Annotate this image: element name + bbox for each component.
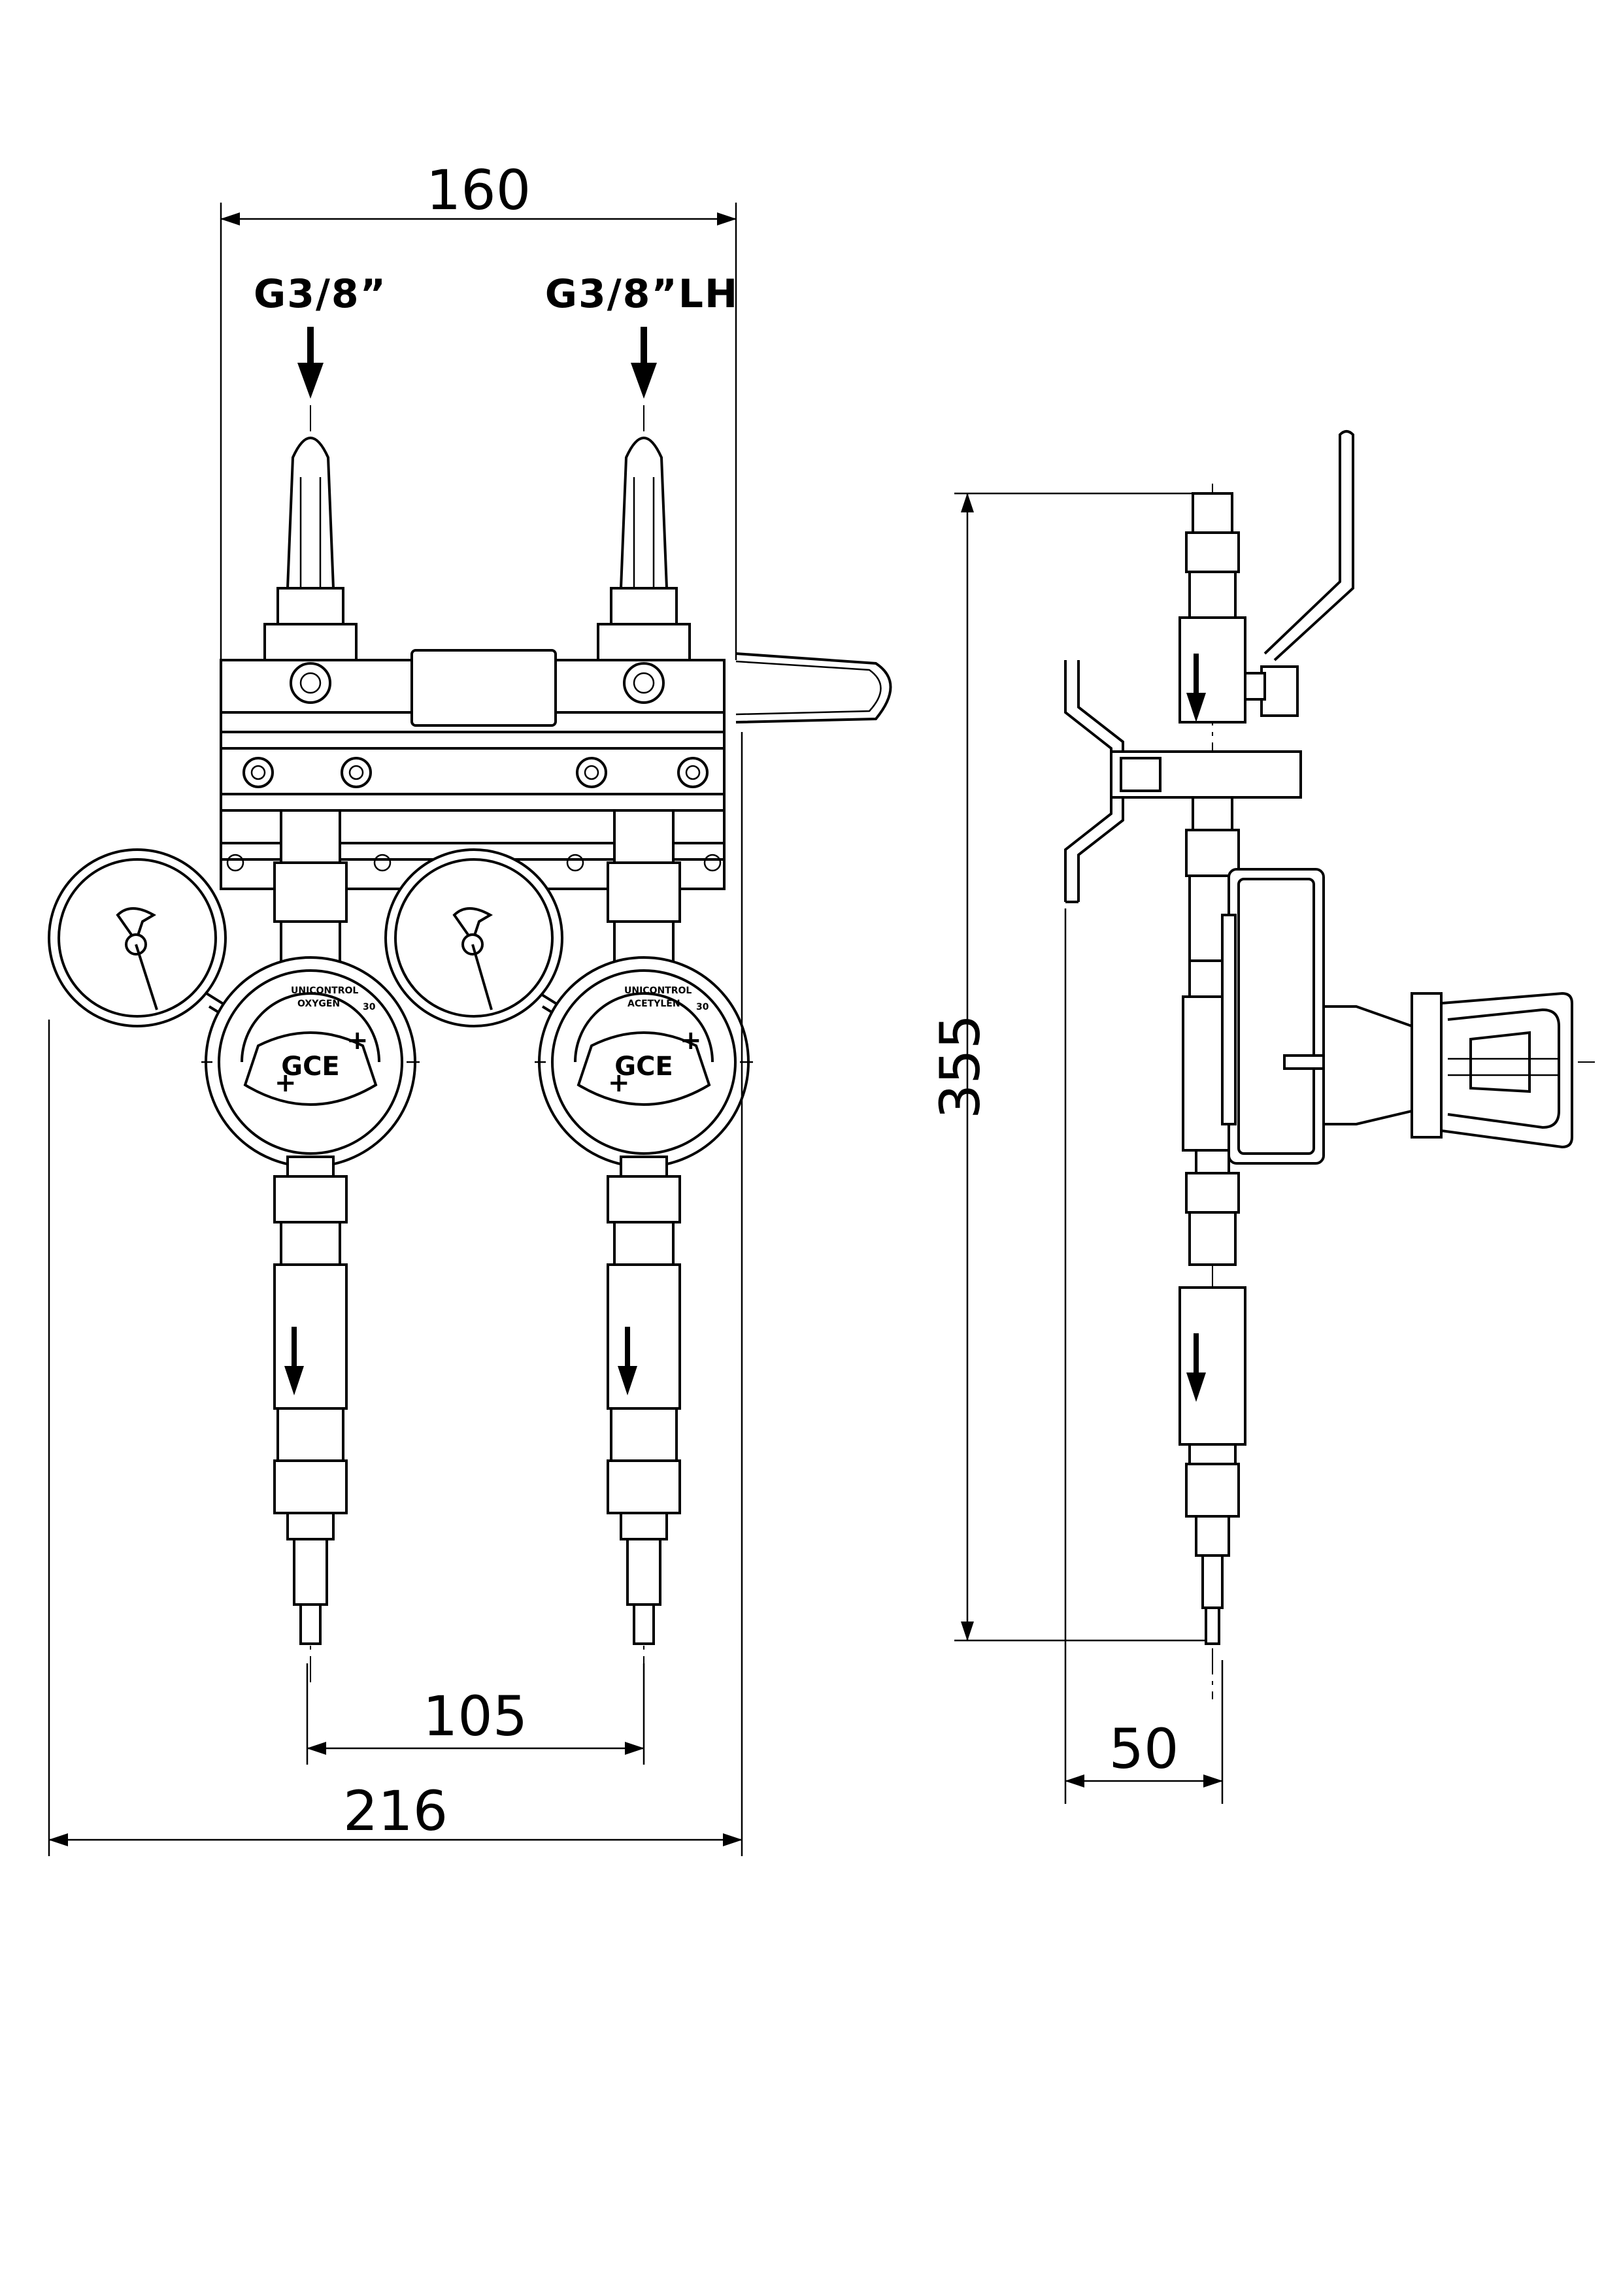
flow-arrow-left-icon (284, 1366, 304, 1395)
inlet-right: G3/8”LH (545, 271, 739, 399)
dial-brand-right: UNICONTROL (624, 986, 692, 996)
dimension-160: 160 (220, 158, 737, 660)
dimension-355-label: 355 (928, 1014, 992, 1119)
dimension-105-label: 105 (423, 1684, 527, 1748)
dimension-50: 50 (1065, 1717, 1223, 1788)
pressure-gauge-left (48, 848, 253, 1034)
port-label-left: G3/8” (254, 271, 387, 317)
port-label-right: G3/8”LH (545, 271, 739, 317)
side-flow-arrow-bottom-icon (1186, 1373, 1206, 1402)
side-flow-arrow-top-icon (1186, 693, 1206, 722)
front-view: 160 G3/8” G3/8”LH (48, 158, 892, 1856)
dial-range-right: 30 (696, 1002, 709, 1012)
dial-brand-left: UNICONTROL (291, 986, 358, 996)
dimension-355: 355 (928, 492, 1216, 1642)
plus-sign-left-2: + (346, 1025, 369, 1056)
hex-nut-right (623, 662, 665, 704)
side-outlet-fitting (1178, 1149, 1246, 1804)
dimension-216-label: 216 (343, 1779, 448, 1843)
plus-sign-right: + (608, 1068, 630, 1098)
flow-arrow-right-icon (618, 1366, 637, 1395)
inlet-left: G3/8” (254, 271, 387, 399)
dial-gas-left: OXYGEN (297, 999, 340, 1009)
regulator-right: UNICONTROL ACETYLEN 30 GCE + + (384, 809, 753, 1645)
dial-range-left: 30 (363, 1002, 376, 1012)
side-view: 355 (928, 430, 1595, 1804)
dimension-160-label: 160 (426, 158, 531, 222)
side-regulator (1182, 796, 1573, 1165)
regulator-left: UNICONTROL OXYGEN 30 GCE + + (48, 809, 420, 1645)
wall-bracket (1064, 660, 1302, 1804)
dimension-105: 105 (306, 1663, 645, 1765)
inlet-arrow-left-icon (297, 363, 324, 399)
inlet-arrow-right-icon (631, 363, 657, 399)
dimension-216: 216 (48, 732, 743, 1856)
side-valve-handle (1244, 430, 1354, 717)
plus-sign-left: + (275, 1068, 297, 1098)
logo-right: GCE (614, 1052, 673, 1082)
logo-left: GCE (281, 1052, 340, 1082)
dial-gas-right: ACETYLEN (627, 999, 680, 1009)
side-inlet-fitting (1178, 492, 1246, 724)
dimension-50-label: 50 (1109, 1717, 1179, 1781)
hex-nut-left (290, 662, 331, 704)
plus-sign-right-2: + (680, 1025, 702, 1056)
